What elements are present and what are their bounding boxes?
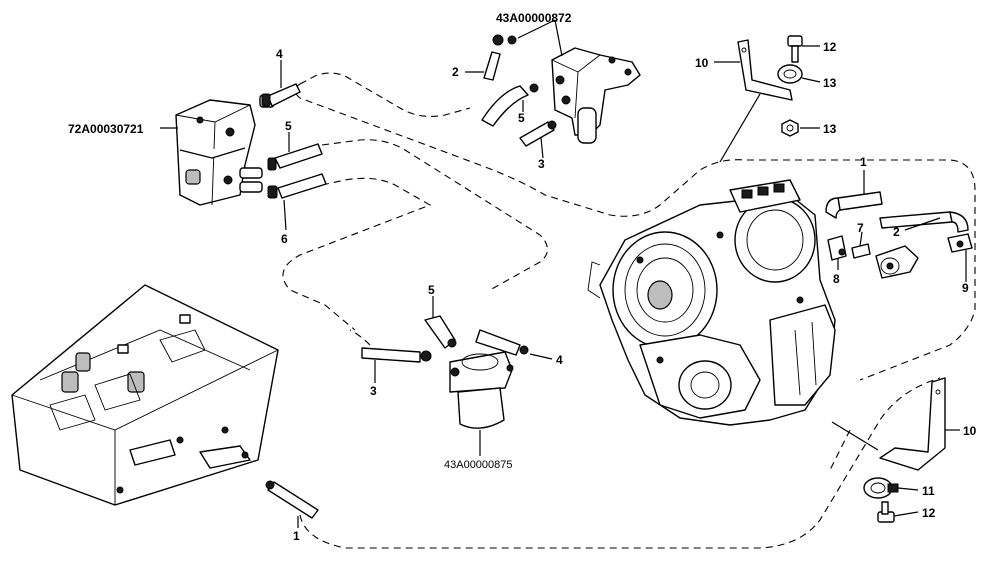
hose-part-5-mid [424, 315, 457, 349]
callout-12-top: 12 [823, 40, 837, 54]
hose-part-2-right [879, 211, 969, 233]
bracket-part-10-bottom [879, 377, 946, 471]
hose-part-4-top [261, 83, 301, 107]
callout-9: 9 [962, 281, 969, 295]
hose-part-3-top [519, 120, 557, 147]
callout-5-left: 5 [285, 119, 292, 133]
upper-valve-assembly [551, 47, 641, 144]
nut-part-13 [781, 119, 799, 137]
callout-8: 8 [833, 272, 840, 286]
callout-11: 11 [922, 484, 935, 498]
callout-2-top: 2 [452, 65, 459, 79]
bracket-part-10-top [737, 39, 793, 101]
filter-part-inline [875, 245, 919, 279]
bolt-part-12-bottom [877, 501, 895, 523]
hose-part-2-top [483, 34, 517, 81]
callout-5-mid: 5 [428, 283, 435, 297]
callout-12-bottom: 12 [922, 506, 936, 520]
hose-part-1-top [825, 191, 883, 219]
clamp-part-11 [863, 477, 899, 499]
fitting-part-7 [851, 243, 871, 259]
callout-4-top: 4 [276, 47, 283, 61]
callout-3-left: 3 [370, 384, 377, 398]
callout-6: 6 [281, 232, 288, 246]
callout-13-clamp: 13 [823, 76, 837, 90]
code-left-valve: 72A00030721 [68, 122, 144, 136]
callout-2-right: 2 [893, 225, 900, 239]
callout-1-bottom: 1 [293, 529, 300, 543]
leader-lines [160, 19, 967, 528]
hose-part-3-mid [361, 347, 432, 363]
callout-4-mid: 4 [556, 353, 563, 367]
fitting-part-9 [947, 233, 973, 253]
control-valve-block [175, 94, 275, 206]
hose-part-5-left [267, 143, 323, 171]
code-filter: 43A00000875 [444, 459, 513, 471]
hose-routing-lines [282, 72, 976, 549]
callout-5-top: 5 [518, 111, 525, 125]
hydraulic-tank [11, 284, 279, 506]
hose-part-4-mid [475, 329, 529, 356]
bolt-part-12-top [787, 35, 803, 63]
transmission-assembly [587, 179, 836, 426]
fitting-part-8 [827, 235, 847, 261]
hose-part-6 [267, 173, 327, 199]
code-upper-valve: 43A00000872 [496, 11, 572, 25]
callout-13-nut: 13 [823, 122, 837, 136]
callout-10-bottom: 10 [963, 424, 977, 438]
hose-part-5-top [481, 83, 539, 127]
callout-10-top: 10 [695, 56, 709, 70]
callout-3-top: 3 [538, 157, 545, 171]
hose-part-1-bottom [265, 480, 319, 519]
callout-7: 7 [857, 221, 864, 235]
clamp-part-13-top [777, 64, 803, 84]
diagram-labels: 43A00000872 72A00030721 43A00000875 4 5 … [68, 11, 977, 543]
oil-filter-assembly [449, 351, 514, 429]
callout-1-top: 1 [860, 155, 867, 169]
